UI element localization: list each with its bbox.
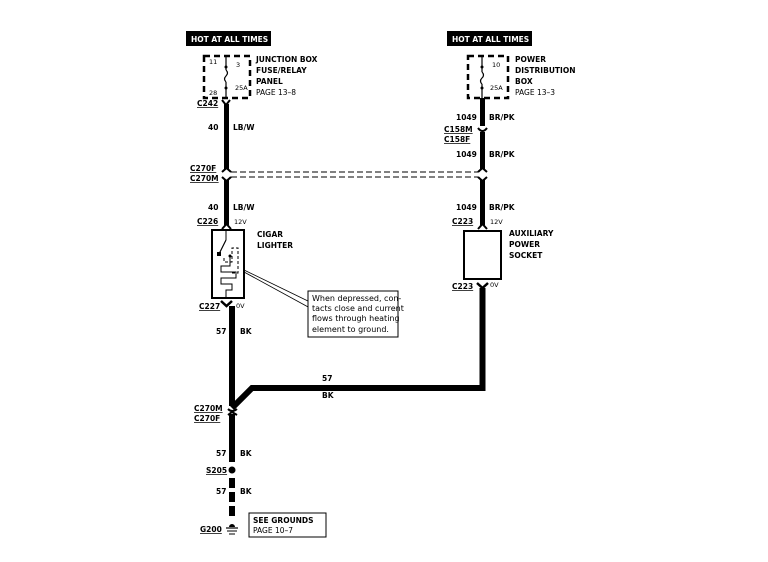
ground-ref-box xyxy=(248,512,327,538)
connector-c223-in-icon xyxy=(477,222,488,230)
wire-57-bk-cigar xyxy=(229,306,235,406)
left-fuse-box xyxy=(202,54,252,100)
ground-ref-line-1: SEE GROUNDS xyxy=(253,516,314,525)
connector-c226: C226 xyxy=(197,217,218,226)
left-fuse-pin-top-right: 3 xyxy=(236,61,240,69)
right-hot-header-bg xyxy=(447,31,532,46)
connector-c270-right-icon xyxy=(477,166,488,183)
join-wire-circuit: 57 xyxy=(322,374,332,383)
left-circuit: HOT AT ALL TIMES 11 3 28 25A JUNCTION BO… xyxy=(186,31,404,406)
left-hot-header: HOT AT ALL TIMES xyxy=(191,35,268,44)
left-fuse-label-1: JUNCTION BOX xyxy=(255,55,318,64)
cigar-lighter-note-box xyxy=(307,290,399,338)
cigar-lighter-label-1: CIGAR xyxy=(257,230,283,239)
note-line-1: When depressed, con- xyxy=(312,294,401,303)
connector-c223-out: C223 xyxy=(452,282,473,291)
socket-voltage-out: 0V xyxy=(490,281,499,289)
connector-c270f-lower: C270F xyxy=(194,414,220,423)
wire-1049-3-circuit: 1049 xyxy=(456,203,477,212)
connector-c226-icon xyxy=(221,222,232,230)
right-hot-header: HOT AT ALL TIMES xyxy=(452,35,529,44)
connector-c158-icon xyxy=(477,127,488,132)
ground-icon xyxy=(226,524,238,535)
connector-c270-upper-icon xyxy=(221,166,232,183)
ground-g200: G200 xyxy=(200,525,222,534)
wire-1049-brpk-2 xyxy=(480,132,485,169)
right-fuse-label-2: DISTRIBUTION xyxy=(515,66,575,75)
right-fuse-pin-top: 10 xyxy=(492,61,500,69)
socket-voltage-in: 12V xyxy=(490,218,503,226)
right-circuit: HOT AT ALL TIMES 10 25A POWER DISTRIBUTI… xyxy=(444,31,575,291)
wire-40-lbw-lower xyxy=(224,180,229,225)
splice-s205: S205 xyxy=(206,466,227,475)
ground-ref-line-2: PAGE 10–7 xyxy=(253,526,293,535)
connector-c158f: C158F xyxy=(444,135,470,144)
wire-57-cigar-circuit: 57 xyxy=(216,327,226,336)
socket-label-3: SOCKET xyxy=(509,251,543,260)
wire-1049-1-color: BR/PK xyxy=(489,113,516,122)
cigar-lighter-switch-icon xyxy=(218,239,227,255)
wire-1049-3-color: BR/PK xyxy=(489,203,516,212)
cigar-voltage-in: 12V xyxy=(234,218,247,226)
socket-label-1: AUXILIARY xyxy=(509,229,554,238)
wire-40-upper-circuit: 40 xyxy=(208,123,218,132)
right-fuse-label-3: BOX xyxy=(515,77,533,86)
note-line-3: flows through heating xyxy=(312,314,400,323)
wire-57-cigar-color: BK xyxy=(240,327,253,336)
wire-40-lower-circuit: 40 xyxy=(208,203,218,212)
cigar-lighter-component xyxy=(211,229,245,299)
right-fuse-icon xyxy=(479,71,485,85)
socket-label-2: POWER xyxy=(509,240,540,249)
wire-1049-2-circuit: 1049 xyxy=(456,150,477,159)
right-fuse-box xyxy=(466,54,510,100)
join-wire-color: BK xyxy=(322,391,335,400)
connector-c270f-upper: C270F xyxy=(190,164,216,173)
right-fuse-rating: 25A xyxy=(490,84,503,92)
left-fuse-pin-top-left: 11 xyxy=(209,58,217,66)
heating-element-icon xyxy=(220,256,237,298)
connector-c223-out-icon xyxy=(476,282,489,290)
cigar-voltage-out: 0V xyxy=(236,302,245,310)
wire-1049-2-color: BR/PK xyxy=(489,150,516,159)
right-fuse-label-1: POWER xyxy=(515,55,546,64)
connector-c158m: C158M xyxy=(444,125,473,134)
wire-57-a-circuit: 57 xyxy=(216,449,226,458)
right-fuse-page-ref: PAGE 13–3 xyxy=(515,88,555,97)
note-line-2: tacts close and current xyxy=(312,304,404,313)
connector-c270m-lower: C270M xyxy=(194,404,223,413)
left-hot-header-bg xyxy=(186,31,271,46)
left-fuse-label-2: FUSE/RELAY xyxy=(256,66,307,75)
wire-1049-brpk-3 xyxy=(480,180,485,225)
connector-c270m-upper: C270M xyxy=(190,174,219,183)
wire-1049-brpk-1 xyxy=(480,98,485,126)
connector-c227: C227 xyxy=(199,302,220,311)
note-line-4: element to ground. xyxy=(312,325,389,334)
left-fuse-page-ref: PAGE 13–8 xyxy=(256,88,296,97)
cigar-lighter-label-2: LIGHTER xyxy=(257,241,293,250)
splice-s205-icon xyxy=(228,466,236,474)
c270-shared-connector-link xyxy=(231,171,478,178)
wire-57-a-color: BK xyxy=(240,449,253,458)
connector-c227-icon xyxy=(220,300,233,308)
wire-40-lower-color: LB/W xyxy=(233,203,255,212)
ground-path: 57 BK C270M C270F 57 BK S205 57 BK G200 … xyxy=(194,288,486,538)
wire-57-bk-a xyxy=(229,414,235,462)
wire-57-b-color: BK xyxy=(240,487,253,496)
connector-c242: C242 xyxy=(197,99,218,108)
wire-1049-1-circuit: 1049 xyxy=(456,113,477,122)
wire-57-b-circuit: 57 xyxy=(216,487,226,496)
connector-c223-in: C223 xyxy=(452,217,473,226)
wire-40-lbw-upper xyxy=(224,104,229,169)
left-fuse-label-3: PANEL xyxy=(256,77,283,86)
left-fuse-icon xyxy=(223,69,229,83)
left-fuse-pin-bottom-left: 28 xyxy=(209,89,217,97)
left-fuse-rating: 25A xyxy=(235,84,248,92)
auxiliary-power-socket-component xyxy=(463,230,502,280)
wire-40-upper-color: LB/W xyxy=(233,123,255,132)
wire-57-bk-socket-return xyxy=(229,288,486,411)
